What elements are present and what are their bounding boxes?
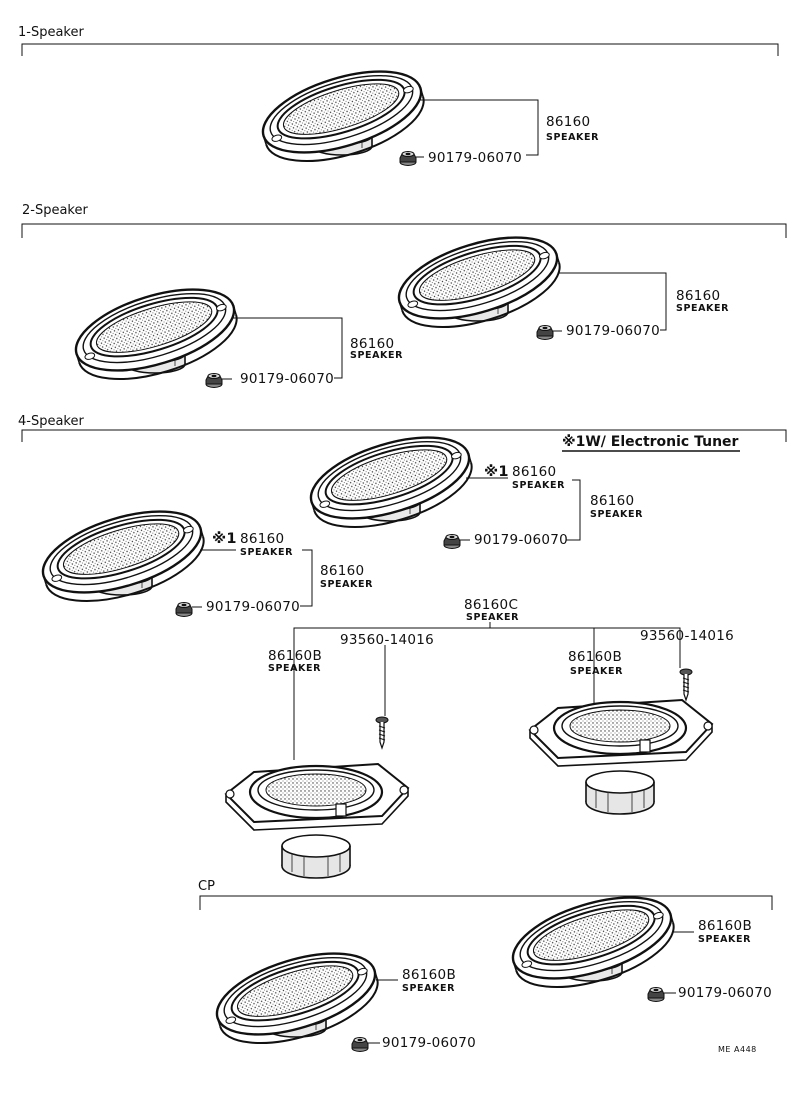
screw-illustration xyxy=(375,716,389,749)
part-name-speaker: SPEAKER xyxy=(698,934,751,945)
part-number-nut: 90179-06070 xyxy=(678,985,772,1001)
nut-illustration xyxy=(536,325,554,340)
part-number-86160: 86160 xyxy=(350,336,394,352)
nut-illustration xyxy=(443,534,461,549)
round-speaker-illustration xyxy=(528,698,714,816)
speaker-illustration xyxy=(388,220,571,345)
part-number-86160: 86160 xyxy=(546,114,590,130)
part-number-86160b: 86160B xyxy=(568,649,622,665)
section-bracket-2-speaker xyxy=(21,223,787,238)
footnote-electronic-tuner: ※1W/ Electronic Tuner xyxy=(562,434,739,450)
part-number-86160b: 86160B xyxy=(402,967,456,983)
part-name-speaker: SPEAKER xyxy=(350,350,403,361)
part-number-nut: 90179-06070 xyxy=(382,1035,476,1051)
section-label-cp: CP xyxy=(198,879,215,894)
speaker-illustration xyxy=(502,880,685,1005)
note-mark: ※1 xyxy=(484,464,509,480)
leader-line xyxy=(232,317,343,379)
part-number-86160: 86160 xyxy=(512,464,556,480)
part-name-speaker: SPEAKER xyxy=(590,509,643,520)
part-number-nut: 90179-06070 xyxy=(474,532,568,548)
part-number-86160: 86160 xyxy=(590,493,634,509)
part-name-speaker: SPEAKER xyxy=(512,480,565,491)
part-number-nut: 90179-06070 xyxy=(428,150,522,166)
part-number-86160: 86160 xyxy=(320,563,364,579)
screw-illustration xyxy=(679,668,693,701)
part-number-86160: 86160 xyxy=(240,531,284,547)
leader-line xyxy=(300,549,313,607)
leader-line xyxy=(293,627,681,760)
nut-illustration xyxy=(205,373,223,388)
leader-line xyxy=(558,272,667,331)
part-number-86160b: 86160B xyxy=(268,648,322,664)
note-mark: ※1 xyxy=(212,531,237,547)
part-number-nut: 90179-06070 xyxy=(240,371,334,387)
illustration-code: ME A448 xyxy=(718,1045,757,1054)
section-label-4-speaker: 4-Speaker xyxy=(18,414,84,429)
part-number-screw: 93560-14016 xyxy=(640,628,734,644)
part-number-86160b: 86160B xyxy=(698,918,752,934)
speaker-illustration xyxy=(32,494,215,619)
part-name-speaker: SPEAKER xyxy=(676,303,729,314)
section-bracket-cp xyxy=(199,895,773,910)
nut-illustration xyxy=(399,151,417,166)
part-name-speaker: SPEAKER xyxy=(546,132,599,143)
part-name-speaker: SPEAKER xyxy=(570,666,623,677)
part-name-speaker: SPEAKER xyxy=(240,547,293,558)
part-name-speaker: SPEAKER xyxy=(268,663,321,674)
part-number-86160c: 86160C xyxy=(464,597,518,613)
speaker-illustration xyxy=(300,420,483,545)
leader-line xyxy=(418,99,539,156)
part-number-screw: 93560-14016 xyxy=(340,632,434,648)
nut-illustration xyxy=(647,987,665,1002)
section-bracket-1-speaker xyxy=(21,43,779,56)
nut-illustration xyxy=(351,1037,369,1052)
section-label-1-speaker: 1-Speaker xyxy=(18,25,84,40)
part-number-86160: 86160 xyxy=(676,288,720,304)
part-number-nut: 90179-06070 xyxy=(206,599,300,615)
leader-line xyxy=(566,479,581,541)
section-label-2-speaker: 2-Speaker xyxy=(22,203,88,218)
section-bracket-4-speaker xyxy=(21,429,787,442)
part-number-nut: 90179-06070 xyxy=(566,323,660,339)
part-name-speaker: SPEAKER xyxy=(466,612,519,623)
nut-illustration xyxy=(175,602,193,617)
part-name-speaker: SPEAKER xyxy=(402,983,455,994)
part-name-speaker: SPEAKER xyxy=(320,579,373,590)
round-speaker-illustration xyxy=(224,762,410,880)
